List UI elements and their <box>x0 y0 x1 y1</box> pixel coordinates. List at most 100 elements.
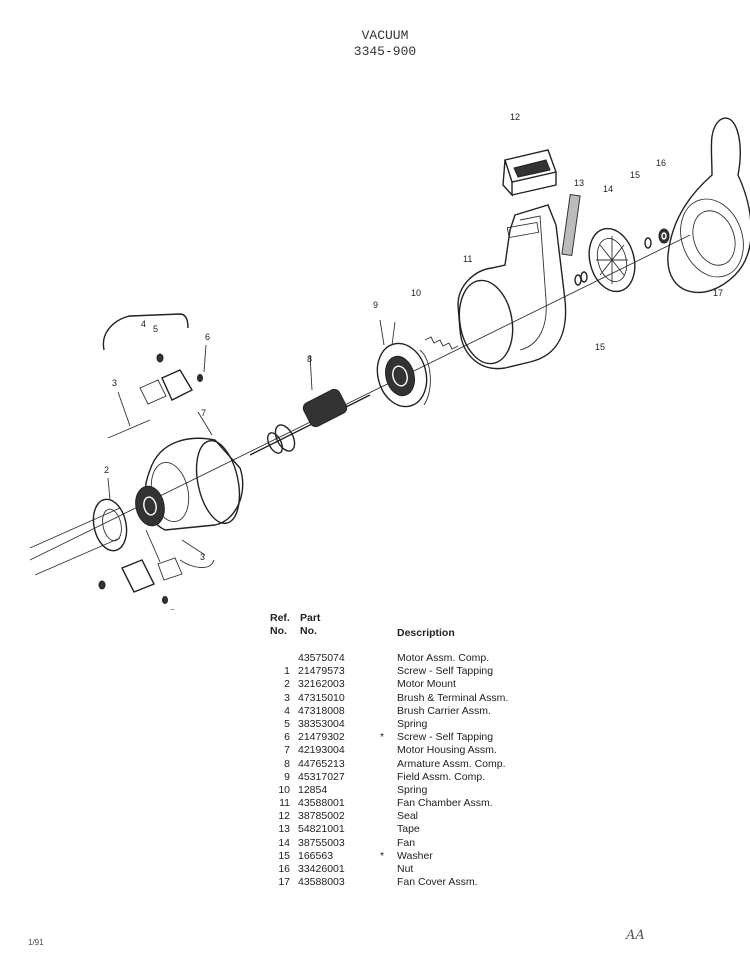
part-number: 38755003 <box>298 836 345 849</box>
part-number: 33426001 <box>298 863 345 875</box>
callout-6-upper: 6 <box>205 332 210 342</box>
part-number: 43588003 <box>298 876 345 889</box>
seal-part <box>502 149 557 197</box>
header-description: Description <box>397 627 455 639</box>
part-description: Nut <box>397 863 414 875</box>
ref-number: 6 <box>284 731 290 744</box>
ref-number: 4 <box>284 704 290 717</box>
header-ref-2: No. <box>270 625 287 637</box>
ref-number: 9 <box>284 770 290 783</box>
part-number: 38785002 <box>298 810 345 823</box>
part-description: Spring <box>397 717 428 730</box>
ref-number: 12 <box>278 810 290 823</box>
ref-number: 8 <box>284 757 290 770</box>
motor-mount-part <box>92 477 128 552</box>
part-number: 42193004 <box>298 744 345 757</box>
part-description: Brush & Terminal Assm. <box>397 691 509 704</box>
note-mark: * <box>379 731 385 744</box>
ref-number: 3 <box>284 691 290 704</box>
header-part-2: No. <box>300 625 317 637</box>
ref-number: 14 <box>278 836 290 849</box>
callout-5-upper: 5 <box>153 324 158 334</box>
ref-number: 10 <box>278 783 290 796</box>
callout-16: 16 <box>656 158 666 168</box>
callout-2: 2 <box>104 465 109 475</box>
ref-number: 13 <box>278 823 290 836</box>
part-description: Washer <box>397 849 433 862</box>
callout-13: 13 <box>574 178 584 188</box>
armature-part <box>249 354 371 456</box>
part-number: 12854 <box>298 783 328 796</box>
part-number: 43588001 <box>298 797 345 810</box>
handwritten-initials: AA <box>626 928 645 943</box>
upper-brush-group <box>102 313 213 439</box>
part-description: Armature Assm. Comp. <box>397 757 506 770</box>
exploded-view-diagram: 12 13 14 15 16 17 15 11 10 9 8 7 6 5 4 3… <box>29 112 750 610</box>
field-assembly-part <box>376 319 431 408</box>
callout-3-upper: 3 <box>112 378 117 388</box>
part-number: 38353004 <box>298 717 345 730</box>
part-description: Spring <box>397 783 428 796</box>
ref-number: 16 <box>278 863 290 875</box>
part-number: 47315010 <box>298 691 345 704</box>
part-description: Tape <box>397 823 420 836</box>
callout-5-lower: 5 <box>170 608 175 610</box>
callout-8: 8 <box>307 354 312 364</box>
part-description: Screw - Self Tapping <box>397 665 494 678</box>
part-description: Field Assm. Comp. <box>397 770 486 783</box>
callout-3-lower: 3 <box>200 552 205 562</box>
page-header: VACUUM 3345-900 <box>0 28 750 60</box>
nut-part <box>658 228 670 244</box>
part-number: 21479302 <box>298 731 345 744</box>
ref-number: 7 <box>284 744 290 757</box>
spring-part-10 <box>424 336 459 350</box>
note-mark: * <box>379 849 385 862</box>
part-number: 54821001 <box>298 823 345 836</box>
model-number: 3345-900 <box>353 44 417 59</box>
callout-4-upper: 4 <box>141 319 146 329</box>
callout-9: 9 <box>373 300 378 310</box>
callout-15-upper: 15 <box>630 170 640 180</box>
callout-7: 7 <box>201 408 206 418</box>
header-ref-1: Ref. <box>270 612 290 624</box>
part-description: Motor Housing Assm. <box>397 744 497 757</box>
revision-date: 1/91 <box>28 938 44 947</box>
part-description: Fan Chamber Assm. <box>397 797 493 810</box>
ref-number: 2 <box>284 678 290 691</box>
fan-part <box>588 227 636 293</box>
wire-lead-lower <box>34 537 121 576</box>
part-description: Motor Mount <box>397 678 456 691</box>
part-number: 32162003 <box>298 678 345 691</box>
part-number: 166563 <box>298 849 334 862</box>
part-description: Seal <box>397 810 419 823</box>
washer-part <box>574 237 652 286</box>
ref-number: 1 <box>284 665 290 678</box>
part-description: Motor Assm. Comp. <box>397 652 490 664</box>
callout-10: 10 <box>411 288 421 298</box>
part-description: Brush Carrier Assm. <box>397 704 491 717</box>
part-number: 44765213 <box>298 757 345 770</box>
part-number: 43575074 <box>298 652 345 664</box>
callout-labels: 12 13 14 15 16 17 15 11 10 9 8 7 6 5 4 3… <box>104 112 723 610</box>
callout-15-lower: 15 <box>595 342 605 352</box>
callout-12: 12 <box>510 112 520 122</box>
part-description: Screw - Self Tapping <box>397 731 494 744</box>
part-number: 47318008 <box>298 704 345 717</box>
part-number: 45317027 <box>298 770 345 783</box>
ref-number: 5 <box>284 717 290 730</box>
ref-number: 11 <box>279 797 290 810</box>
callout-17: 17 <box>713 288 723 298</box>
part-description: Fan <box>397 836 416 849</box>
fan-chamber-part <box>457 204 567 370</box>
header-part-1: Part <box>300 612 321 624</box>
ref-number: 15 <box>278 849 290 862</box>
page-title: VACUUM <box>361 28 409 43</box>
tape-part <box>561 194 581 256</box>
callout-14: 14 <box>603 184 613 194</box>
part-description: Fan Cover Assm. <box>397 876 478 889</box>
wire-lead-upper <box>29 507 121 549</box>
lower-brush-group <box>98 529 215 604</box>
ref-number: 17 <box>278 876 290 889</box>
part-number: 21479573 <box>298 665 345 678</box>
